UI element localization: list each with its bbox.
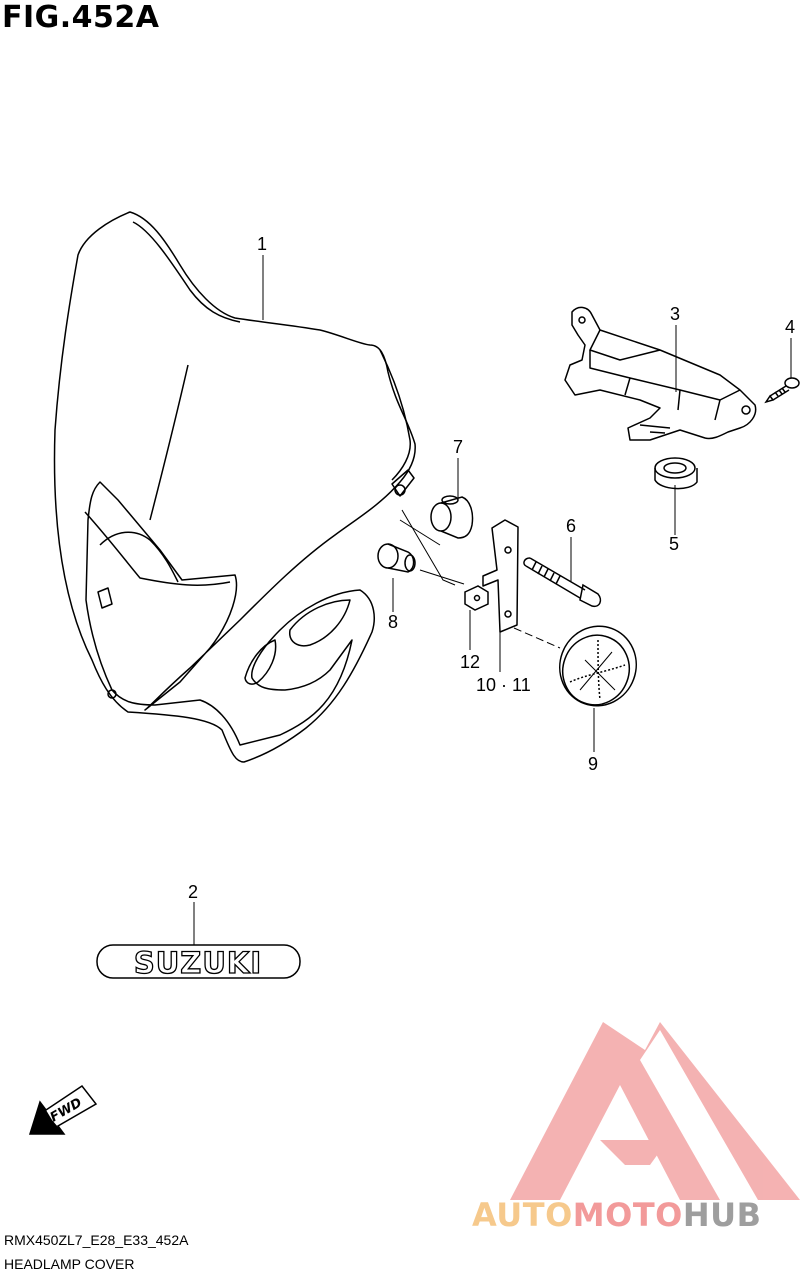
figure-title: FIG.452A bbox=[2, 0, 160, 35]
fwd-arrow-icon: FWD bbox=[28, 1084, 98, 1135]
watermark-moto: MOTO bbox=[572, 1196, 683, 1234]
bolt-part-6 bbox=[523, 557, 602, 608]
emblem-text: SUZUKI bbox=[134, 946, 262, 980]
callout-5: 5 bbox=[669, 534, 679, 554]
screw-part-4 bbox=[764, 377, 800, 404]
collar-part-8 bbox=[377, 543, 416, 573]
nut-part-12 bbox=[464, 585, 489, 611]
bracket-part-3 bbox=[564, 306, 757, 441]
callout-12: 12 bbox=[460, 652, 480, 672]
watermark-text: AUTOMOTOHUB bbox=[472, 1196, 762, 1234]
callout-1: 1 bbox=[257, 234, 267, 254]
grommet-part-5 bbox=[654, 457, 698, 490]
watermark-hub: HUB bbox=[682, 1196, 762, 1234]
callout-7: 7 bbox=[453, 437, 463, 457]
callout-9: 9 bbox=[588, 754, 598, 774]
callout-2: 2 bbox=[188, 882, 198, 902]
part-name-caption: HEADLAMP COVER bbox=[4, 1256, 135, 1272]
headlamp-cover-part-1 bbox=[53, 211, 416, 763]
connector-lines bbox=[399, 509, 561, 649]
callout-10-11: 10 · 11 bbox=[476, 675, 531, 695]
watermark-logo bbox=[510, 1022, 800, 1200]
watermark-auto: AUTO bbox=[472, 1196, 573, 1234]
callout-6: 6 bbox=[566, 516, 576, 536]
mounting-plate-part-10-11 bbox=[482, 519, 519, 633]
callout-3: 3 bbox=[670, 304, 680, 324]
emblem-part-2: SUZUKI bbox=[96, 944, 301, 981]
rubber-mount-part-7 bbox=[430, 495, 474, 539]
callout-4: 4 bbox=[785, 317, 795, 337]
model-code-caption: RMX450ZL7_E28_E33_452A bbox=[4, 1232, 189, 1248]
headlamp-unit-part-9 bbox=[559, 625, 637, 707]
leader-lines bbox=[193, 255, 792, 945]
callout-8: 8 bbox=[388, 612, 398, 632]
